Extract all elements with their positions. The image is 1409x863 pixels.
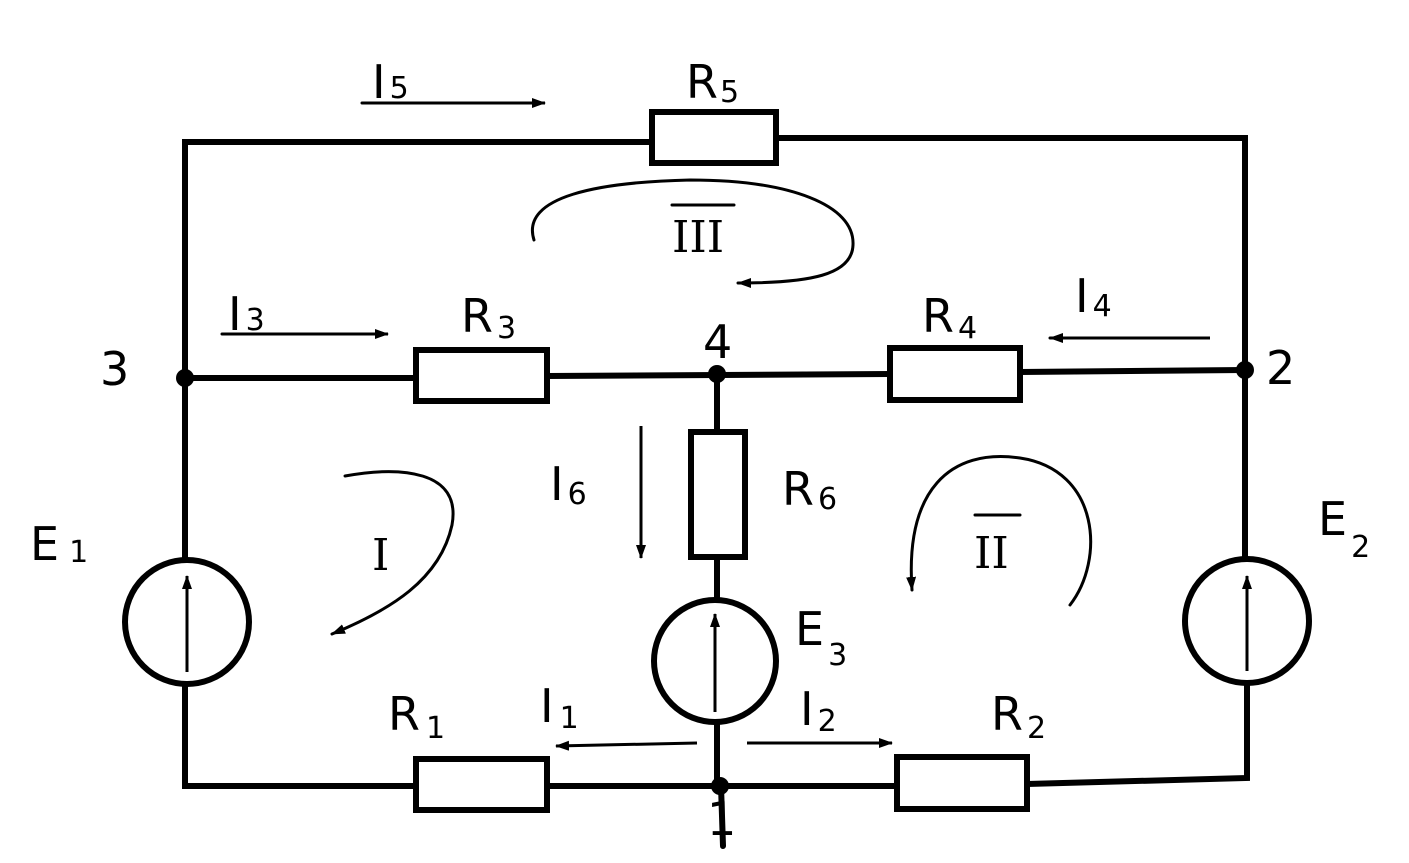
resistor-r4 [887,345,1023,403]
node-dot-1 [711,777,729,795]
node-label-3: 3 [100,342,129,396]
node-dot-2 [1236,361,1254,379]
resistor-r5 [649,109,779,166]
node-dot-3 [176,369,194,387]
wire-r2-2 [1024,680,1250,787]
loop-label-I: I [372,530,389,581]
node-dot-4 [708,365,726,383]
current-arrow-i1 [555,740,698,751]
source-e3 [651,597,779,725]
source-e1 [122,557,252,687]
source-label-e2: E2 [1318,492,1370,565]
resistor-r3 [413,347,550,404]
loop-arrow-I [330,470,455,636]
resistor-r6 [688,429,748,560]
wires [182,135,1250,849]
source-e2 [1182,556,1312,686]
loop-label-III: III [672,212,724,263]
wire-top [182,139,655,378]
resistor-r2 [894,754,1030,812]
node-label-2: 2 [1266,341,1295,395]
resistor-r1 [413,756,550,813]
wire-top-right [773,135,1248,371]
node-label-4: 4 [703,315,732,369]
wire-1-tail [718,783,726,849]
resistor-label-r5: R5 [686,55,739,110]
loop-label-II: II [974,528,1009,579]
loop-arrow-III [530,178,855,288]
node-label-1: 1 [707,792,736,846]
wire-r4-2 [1017,367,1248,375]
wire-e1-r1 [182,681,419,789]
loop-arrow-II [906,455,1093,607]
